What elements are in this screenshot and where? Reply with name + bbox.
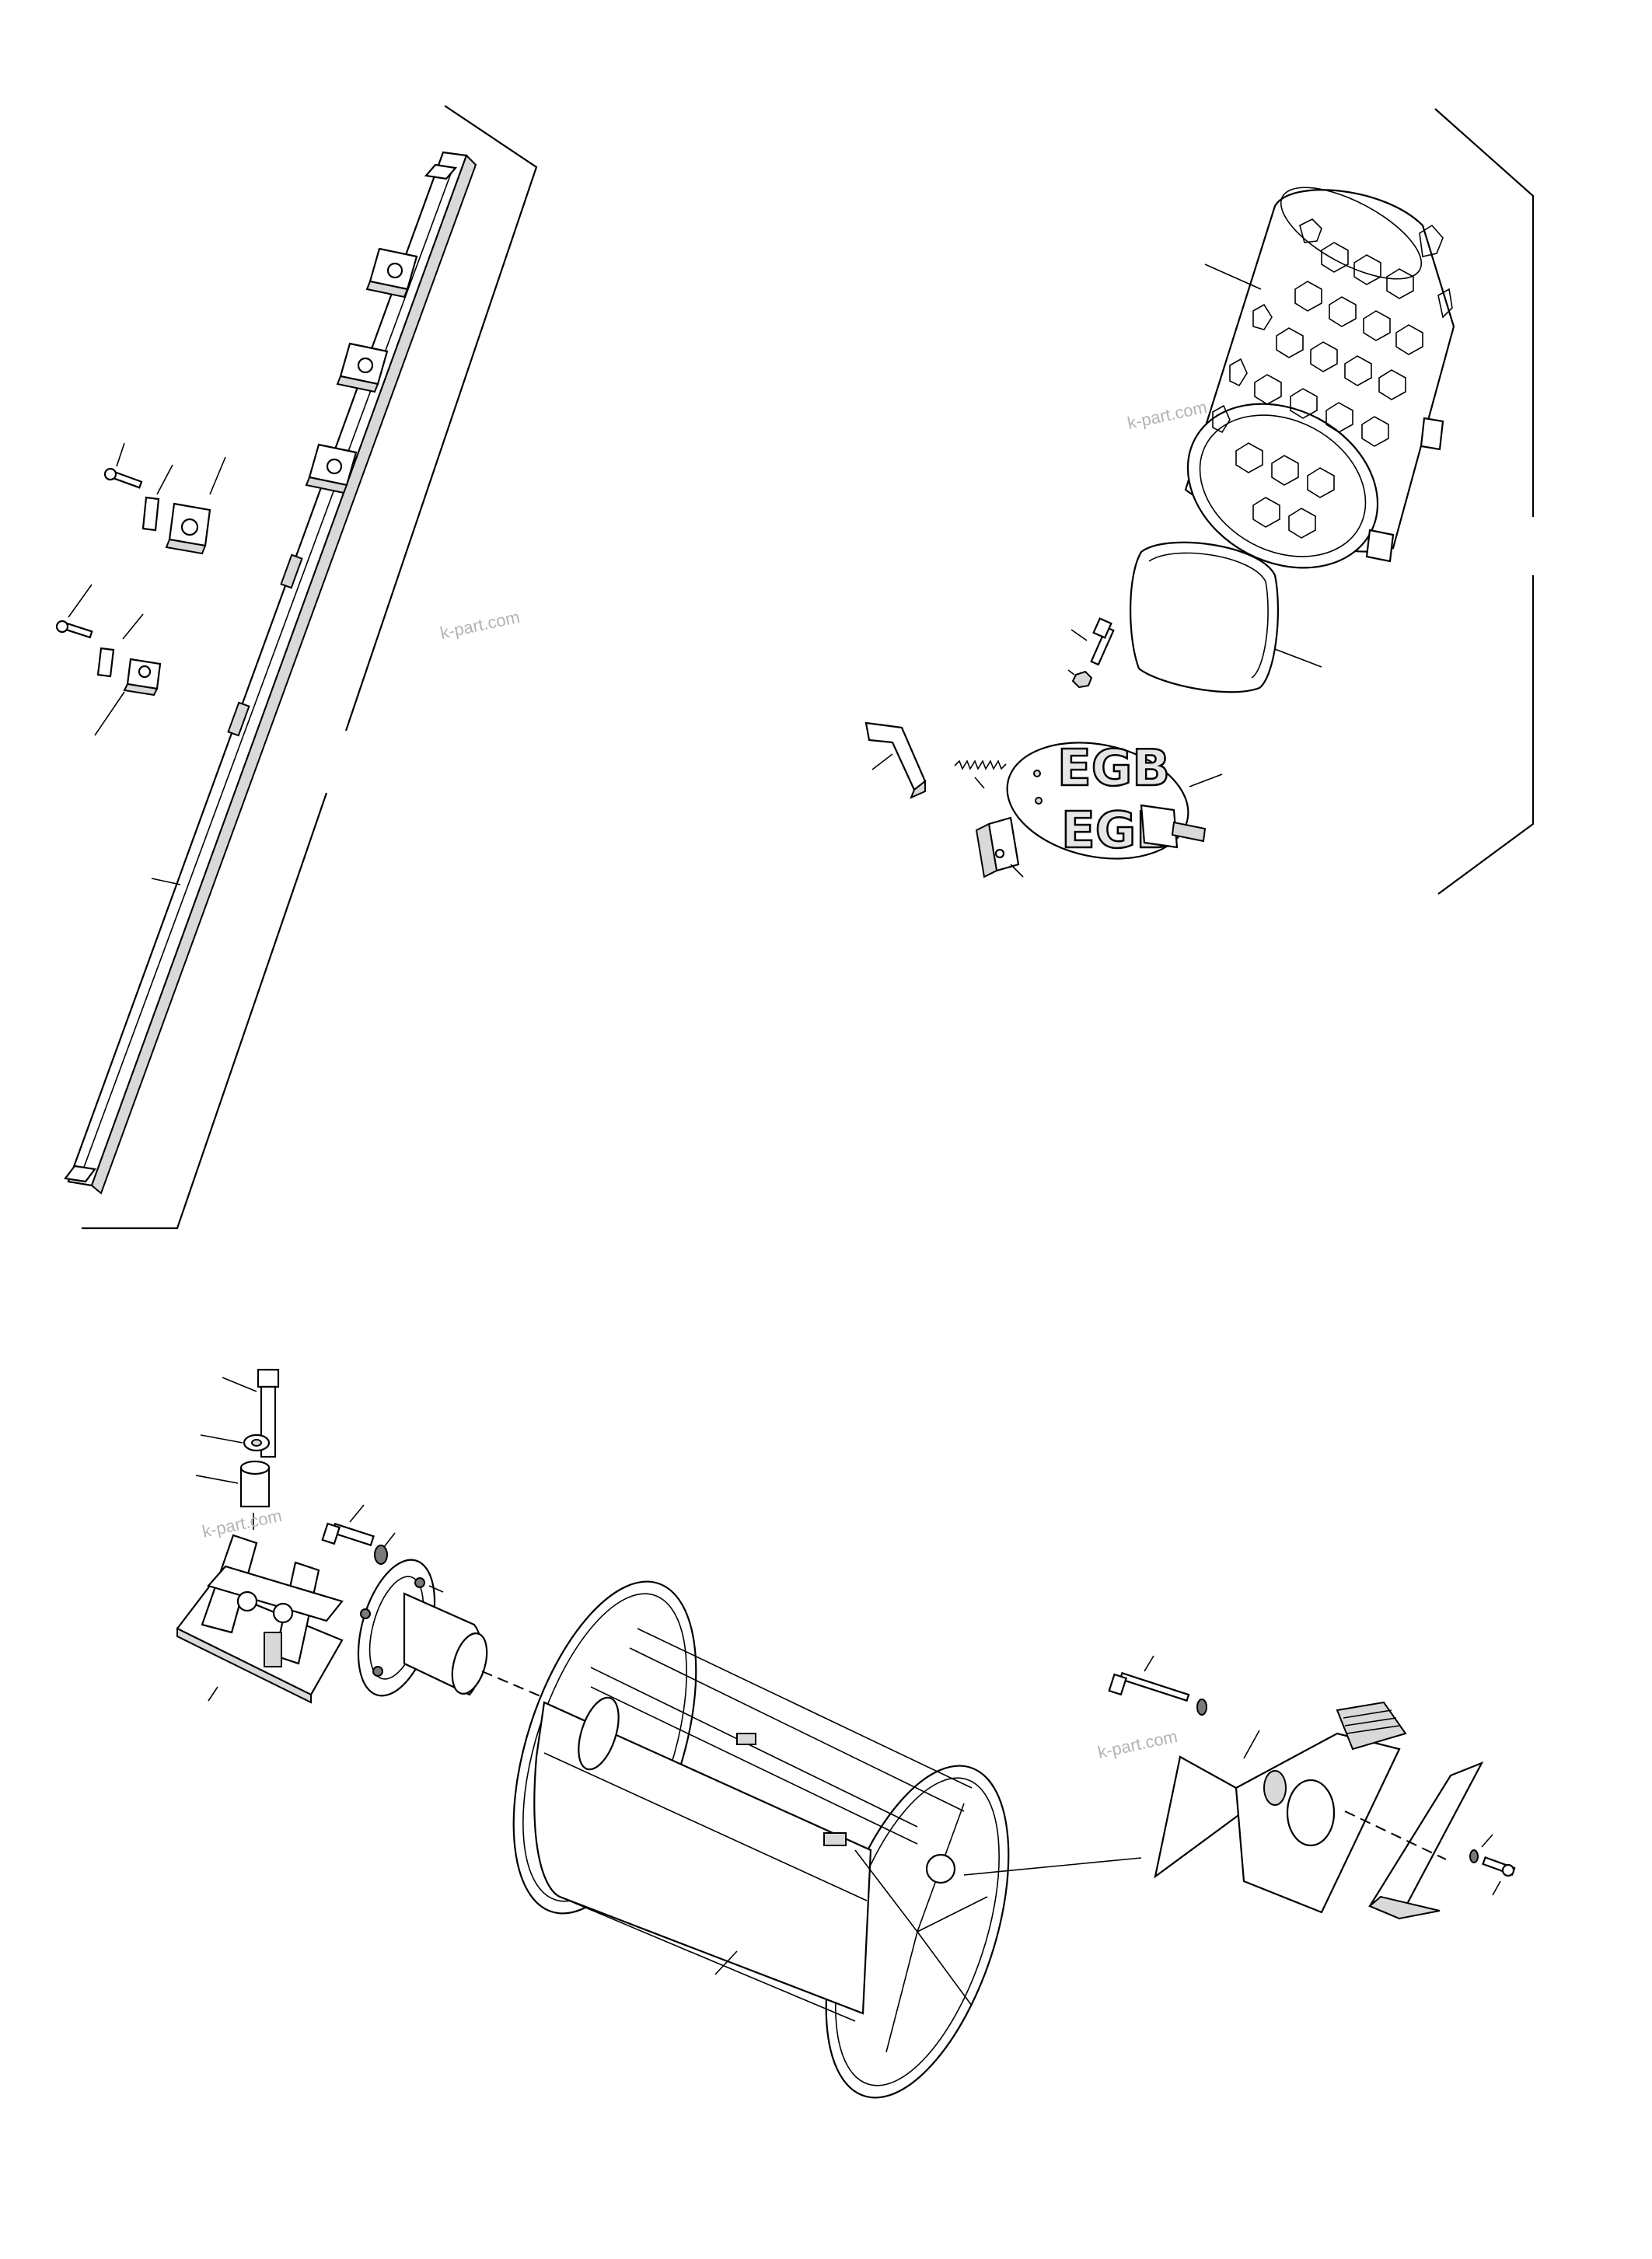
long-rail [64,151,477,1195]
guide-plate [1344,1761,1484,1920]
reel-gear [925,1853,956,1884]
screen-tab-2 [1365,529,1395,563]
watermark-3: k-part.com [201,1506,284,1541]
flange-hub [357,1559,488,1697]
clip-plate-1 [141,464,173,532]
crank-assembly [1154,1701,1407,1914]
perforated-screen [1184,187,1455,569]
clamp-block-1 [165,456,226,555]
screen-tab-1 [1420,417,1444,451]
rail-clamp-1 [365,247,418,299]
group-bracket-lower [82,792,328,1230]
reel-stop [823,1832,847,1846]
cover-nut [1067,669,1093,689]
leader-rail [151,878,181,885]
rail-assembly-group: k-part.com [55,105,538,1230]
spring [954,759,1007,789]
crank-bolt [1108,1655,1190,1702]
watermark-2: k-part.com [1126,397,1209,433]
rail-clamp-3 [305,443,358,494]
crank-washer [1196,1699,1207,1716]
assembly-axis-line [481,1671,545,1699]
crank-ribs [1343,1709,1400,1734]
reel-spokes [854,1803,988,2053]
base-mount [176,1534,344,1704]
emblem-text-top: EGB [1057,740,1170,798]
bolt-small-2 [55,584,93,639]
washer [200,1433,271,1452]
screen-cover-group: k-part.com [864,108,1535,895]
clip-plate-2 [96,613,144,678]
rail-slot-2 [227,701,250,737]
l-bracket [864,721,927,799]
hub-bolt [321,1504,375,1547]
reel-drum [512,1580,1142,2099]
cushion-cover [1130,541,1322,693]
hose-reel-group: k-part.com [176,1368,1516,2099]
rail-slot-1 [280,553,303,589]
hub-lock-washer [374,1532,396,1565]
cover-bolt [1070,617,1115,666]
group-bracket-right-upper [1434,108,1535,517]
latch-block [975,816,1024,878]
screen-perforations [1212,218,1453,539]
clamp-block-2 [94,658,162,736]
group-bracket-upper [344,105,538,731]
reel-drum-barrel [533,1701,872,2015]
rail-clamp-2 [336,342,389,393]
watermark-1: k-part.com [438,607,522,643]
watermark-4: k-part.com [1096,1727,1179,1762]
bushing [195,1460,271,1530]
reel-clip [736,1733,756,1745]
bolt-small-1 [103,442,143,489]
emblem-latch [1140,804,1179,849]
group-bracket-right-lower [1437,575,1535,895]
emblem-plate: EGB EGB [1006,739,1223,861]
guide-bolt [1469,1834,1516,1896]
